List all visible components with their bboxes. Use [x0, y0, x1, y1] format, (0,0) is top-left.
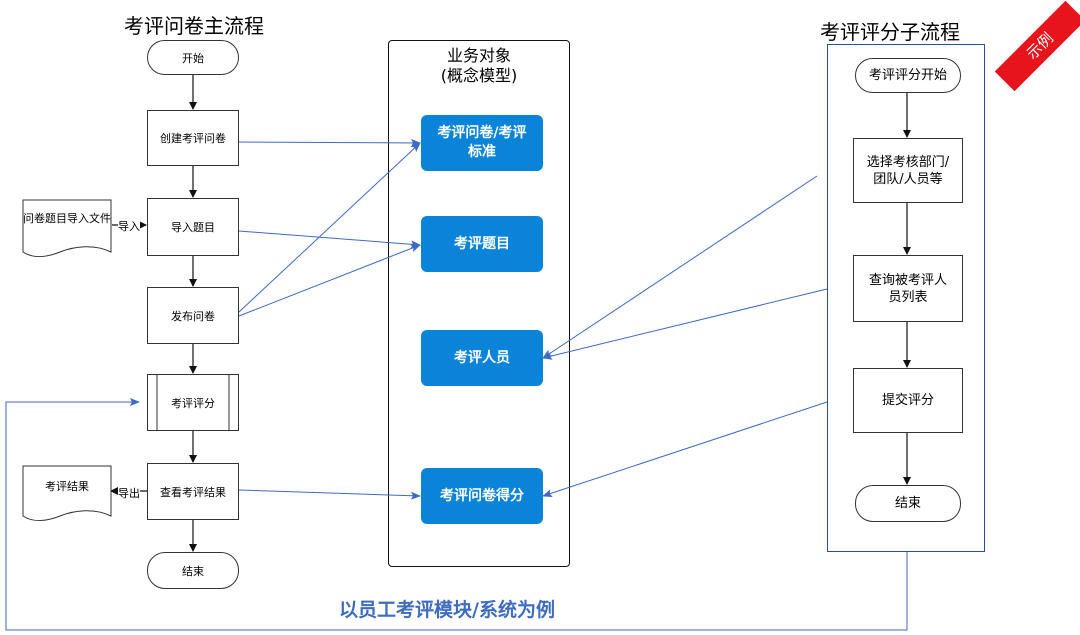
link-subprocess-return [5, 398, 908, 631]
link-publish-questionnaire [238, 142, 421, 313]
link-create-questionnaire [238, 138, 421, 147]
sub-end-node: 结束 [855, 485, 961, 522]
export-edge-label: 导出 [118, 485, 140, 501]
import-edge-label: 导入 [118, 218, 140, 234]
questionnaire-object: 考评问卷/考评标准 [421, 115, 543, 171]
main-end-node: 结束 [147, 552, 239, 589]
sub-flow-title: 考评评分子流程 [820, 20, 960, 44]
import-file-doc: 问卷题目导入文件 [23, 212, 111, 225]
link-query-people [542, 288, 828, 360]
evaluate-score-node: 考评评分 [147, 374, 239, 431]
import-questions-node: 导入题目 [147, 198, 239, 256]
questionnaire-score-object: 考评问卷得分 [421, 468, 543, 524]
doc-shape-import-file [22, 199, 112, 257]
link-import-questions [238, 230, 421, 249]
business-object-frame [388, 40, 570, 567]
main-flow-title: 考评问卷主流程 [124, 14, 264, 38]
result-doc: 考评结果 [45, 480, 89, 493]
link-select-people [542, 175, 818, 359]
example-stamp-wrap: 示例 [985, 0, 1080, 95]
select-targets-node: 选择考核部门/团队/人员等 [853, 138, 963, 203]
link-publish-questions [238, 244, 421, 317]
query-evaluatees-node: 查询被考评人员列表 [853, 255, 963, 322]
example-stamp: 示例 [994, 0, 1080, 92]
sub-start-node: 考评评分开始 [855, 58, 961, 93]
questions-object: 考评题目 [421, 216, 543, 272]
doc-shape-result [22, 465, 112, 521]
example-caption: 以员工考评模块/系统为例 [339, 599, 555, 621]
business-object-title-line2: (概念模型) [440, 66, 518, 85]
publish-questionnaire-node: 发布问卷 [147, 287, 239, 344]
business-object-title-line1: 业务对象 [446, 46, 511, 65]
create-questionnaire-node: 创建考评问卷 [147, 110, 239, 166]
link-view-score [238, 489, 421, 500]
subprocess-frame [827, 44, 985, 552]
view-results-node: 查看考评结果 [147, 463, 239, 520]
business-object-title: 业务对象 (概念模型) [388, 46, 570, 86]
link-submit-score [542, 401, 828, 497]
submit-score-node: 提交评分 [853, 368, 963, 433]
main-start-node: 开始 [147, 40, 239, 75]
evaluators-object: 考评人员 [421, 330, 543, 386]
